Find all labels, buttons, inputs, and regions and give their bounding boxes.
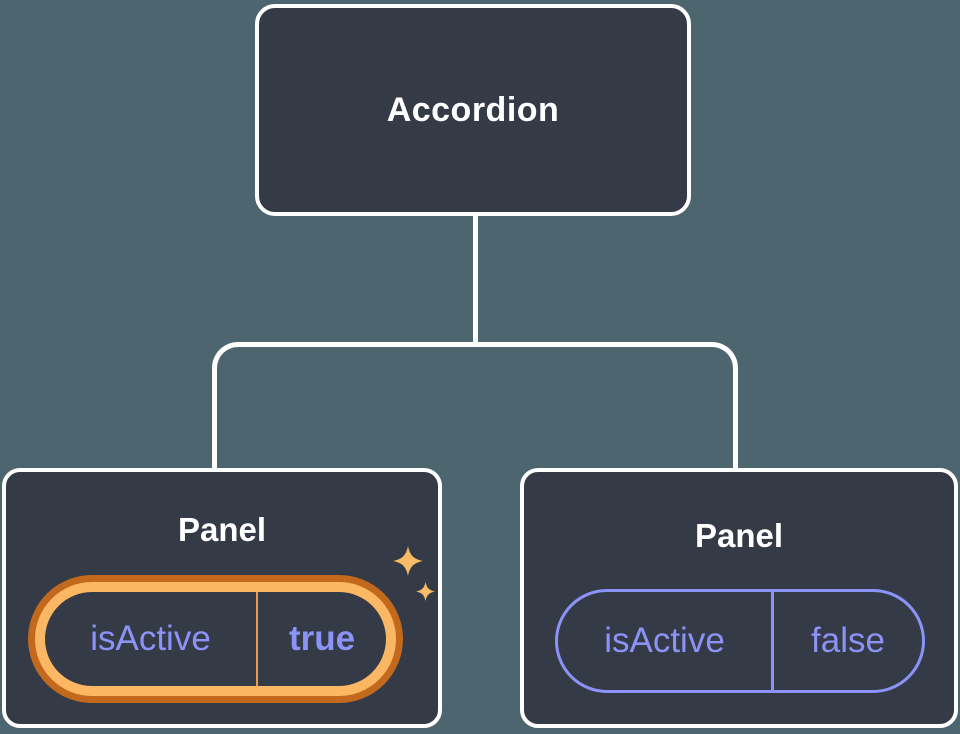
node-panel-active: Panel isActive true	[2, 468, 442, 728]
node-accordion-label: Accordion	[386, 90, 560, 129]
prop-value: true	[256, 592, 386, 686]
connector-root-stub	[473, 214, 478, 344]
sparkle-icon	[393, 546, 435, 601]
prop-name: isActive	[90, 619, 211, 658]
prop-pill-inactive: isActive false	[555, 589, 925, 693]
prop-value: false	[771, 592, 922, 690]
node-panel-inactive-label: Panel	[694, 517, 784, 554]
node-panel-inactive: Panel isActive false	[520, 468, 958, 728]
node-accordion: Accordion	[255, 4, 691, 216]
prop-pill-highlight-ring: isActive true	[28, 575, 403, 703]
connector-branch-bracket	[212, 342, 738, 468]
prop-pill-active: isActive true	[45, 592, 386, 686]
node-panel-active-label: Panel	[177, 511, 267, 548]
prop-name: isActive	[604, 621, 725, 660]
